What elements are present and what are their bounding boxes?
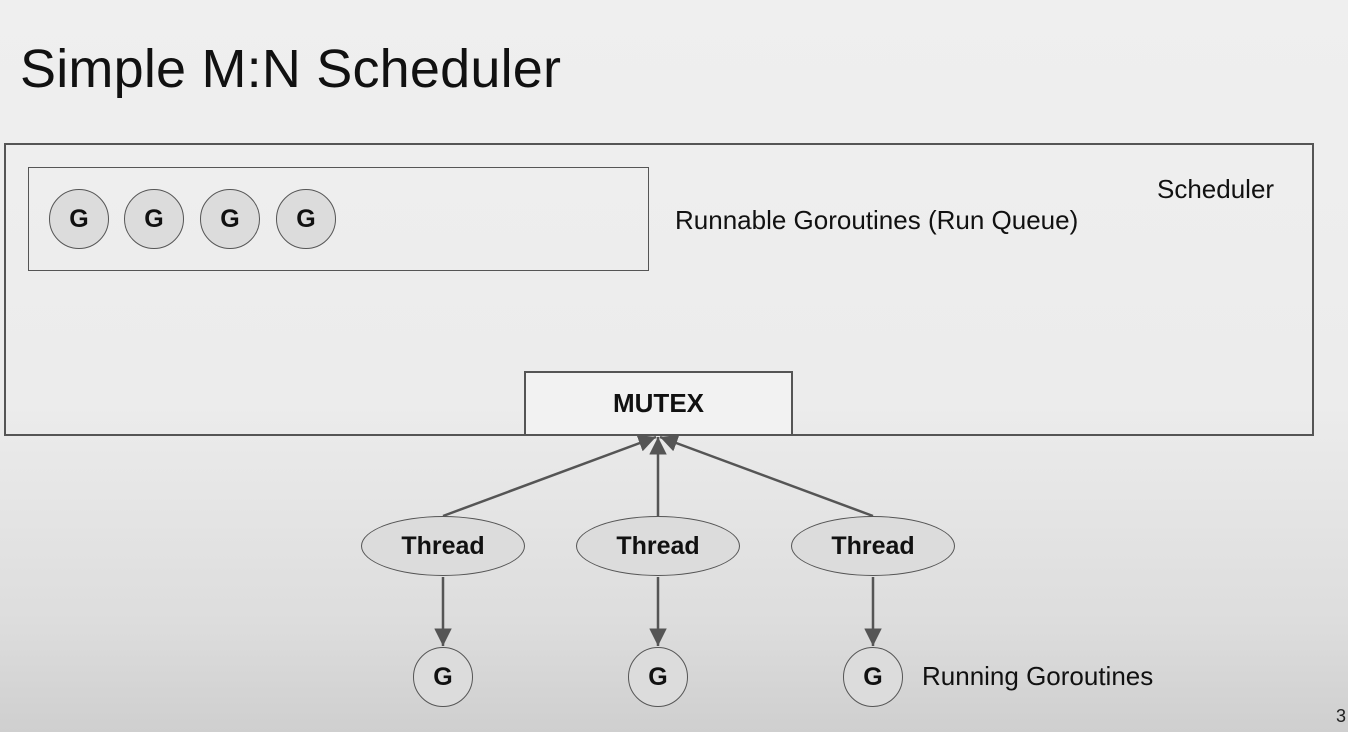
arrow-thread1-to-mutex (442, 434, 657, 518)
run-queue-goroutine: G (49, 189, 109, 249)
running-goroutine: G (843, 647, 903, 707)
thread-node: Thread (791, 516, 955, 576)
mutex-box: MUTEX (524, 371, 793, 436)
running-goroutine: G (628, 647, 688, 707)
run-queue-goroutine: G (276, 189, 336, 249)
running-goroutines-label: Running Goroutines (922, 661, 1154, 691)
run-queue-goroutine: G (124, 189, 184, 249)
thread-node: Thread (576, 516, 740, 576)
page-number: 3 (1336, 706, 1347, 726)
arrow-thread3-to-mutex (659, 434, 874, 518)
thread-node: Thread (361, 516, 525, 576)
running-goroutine: G (413, 647, 473, 707)
slide-title: Simple M:N Scheduler (20, 39, 562, 99)
run-queue-goroutine: G (200, 189, 260, 249)
run-queue-label: Runnable Goroutines (Run Queue) (675, 205, 1079, 235)
run-queue-box (28, 167, 649, 271)
scheduler-label: Scheduler (1157, 174, 1275, 204)
